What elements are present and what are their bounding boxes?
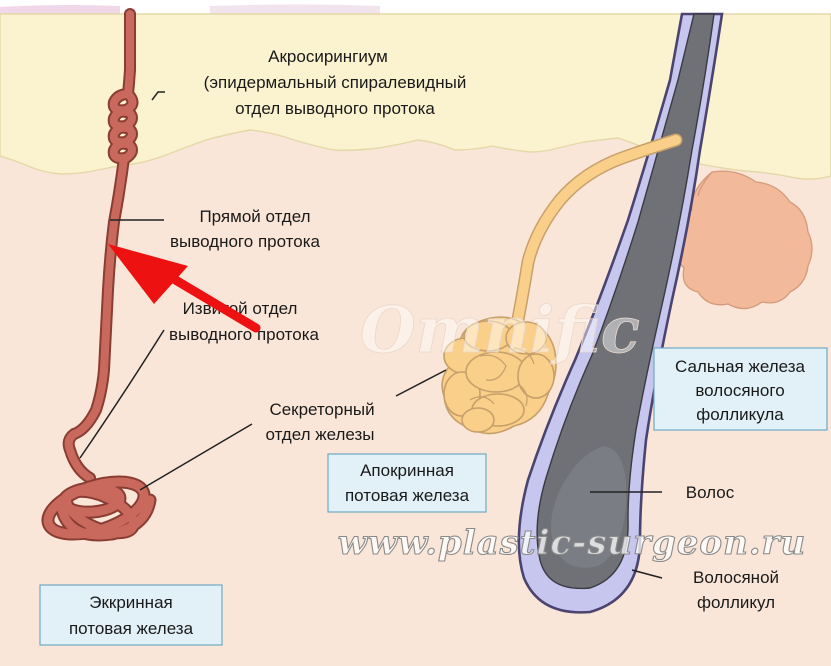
label-hair: Волос bbox=[686, 483, 735, 502]
label-coiled-2: выводного протока bbox=[169, 325, 320, 344]
label-straight-1: Прямой отдел bbox=[199, 207, 310, 226]
label-apocrine-1: Апокринная bbox=[360, 461, 454, 480]
top-crop-mid bbox=[210, 5, 380, 15]
watermark-omnific: Omnific bbox=[360, 293, 640, 368]
label-eccrine-2: потовая железа bbox=[69, 619, 194, 638]
label-acrosyringium-3: отдел выводного протока bbox=[235, 99, 435, 118]
label-secretory-1: Секреторный bbox=[269, 400, 374, 419]
label-sebaceous-1: Сальная железа bbox=[675, 357, 806, 376]
label-sebaceous-3: фолликула bbox=[696, 405, 784, 424]
label-secretory-2: отдел железы bbox=[265, 425, 374, 444]
label-sebaceous-2: волосяного bbox=[695, 381, 784, 400]
label-eccrine-1: Эккринная bbox=[89, 593, 172, 612]
label-straight-2: выводного протока bbox=[170, 232, 321, 251]
label-follicle-1: Волосяной bbox=[693, 568, 779, 587]
label-apocrine-2: потовая железа bbox=[345, 486, 470, 505]
top-crop-left bbox=[0, 5, 120, 14]
label-acrosyringium-1: Акросирингиум bbox=[268, 47, 388, 66]
label-follicle-2: фолликул bbox=[697, 593, 775, 612]
watermark-url: www.plastic-surgeon.ru bbox=[338, 523, 807, 563]
label-acrosyringium-2: (эпидермальный спиралевидный bbox=[204, 73, 467, 92]
